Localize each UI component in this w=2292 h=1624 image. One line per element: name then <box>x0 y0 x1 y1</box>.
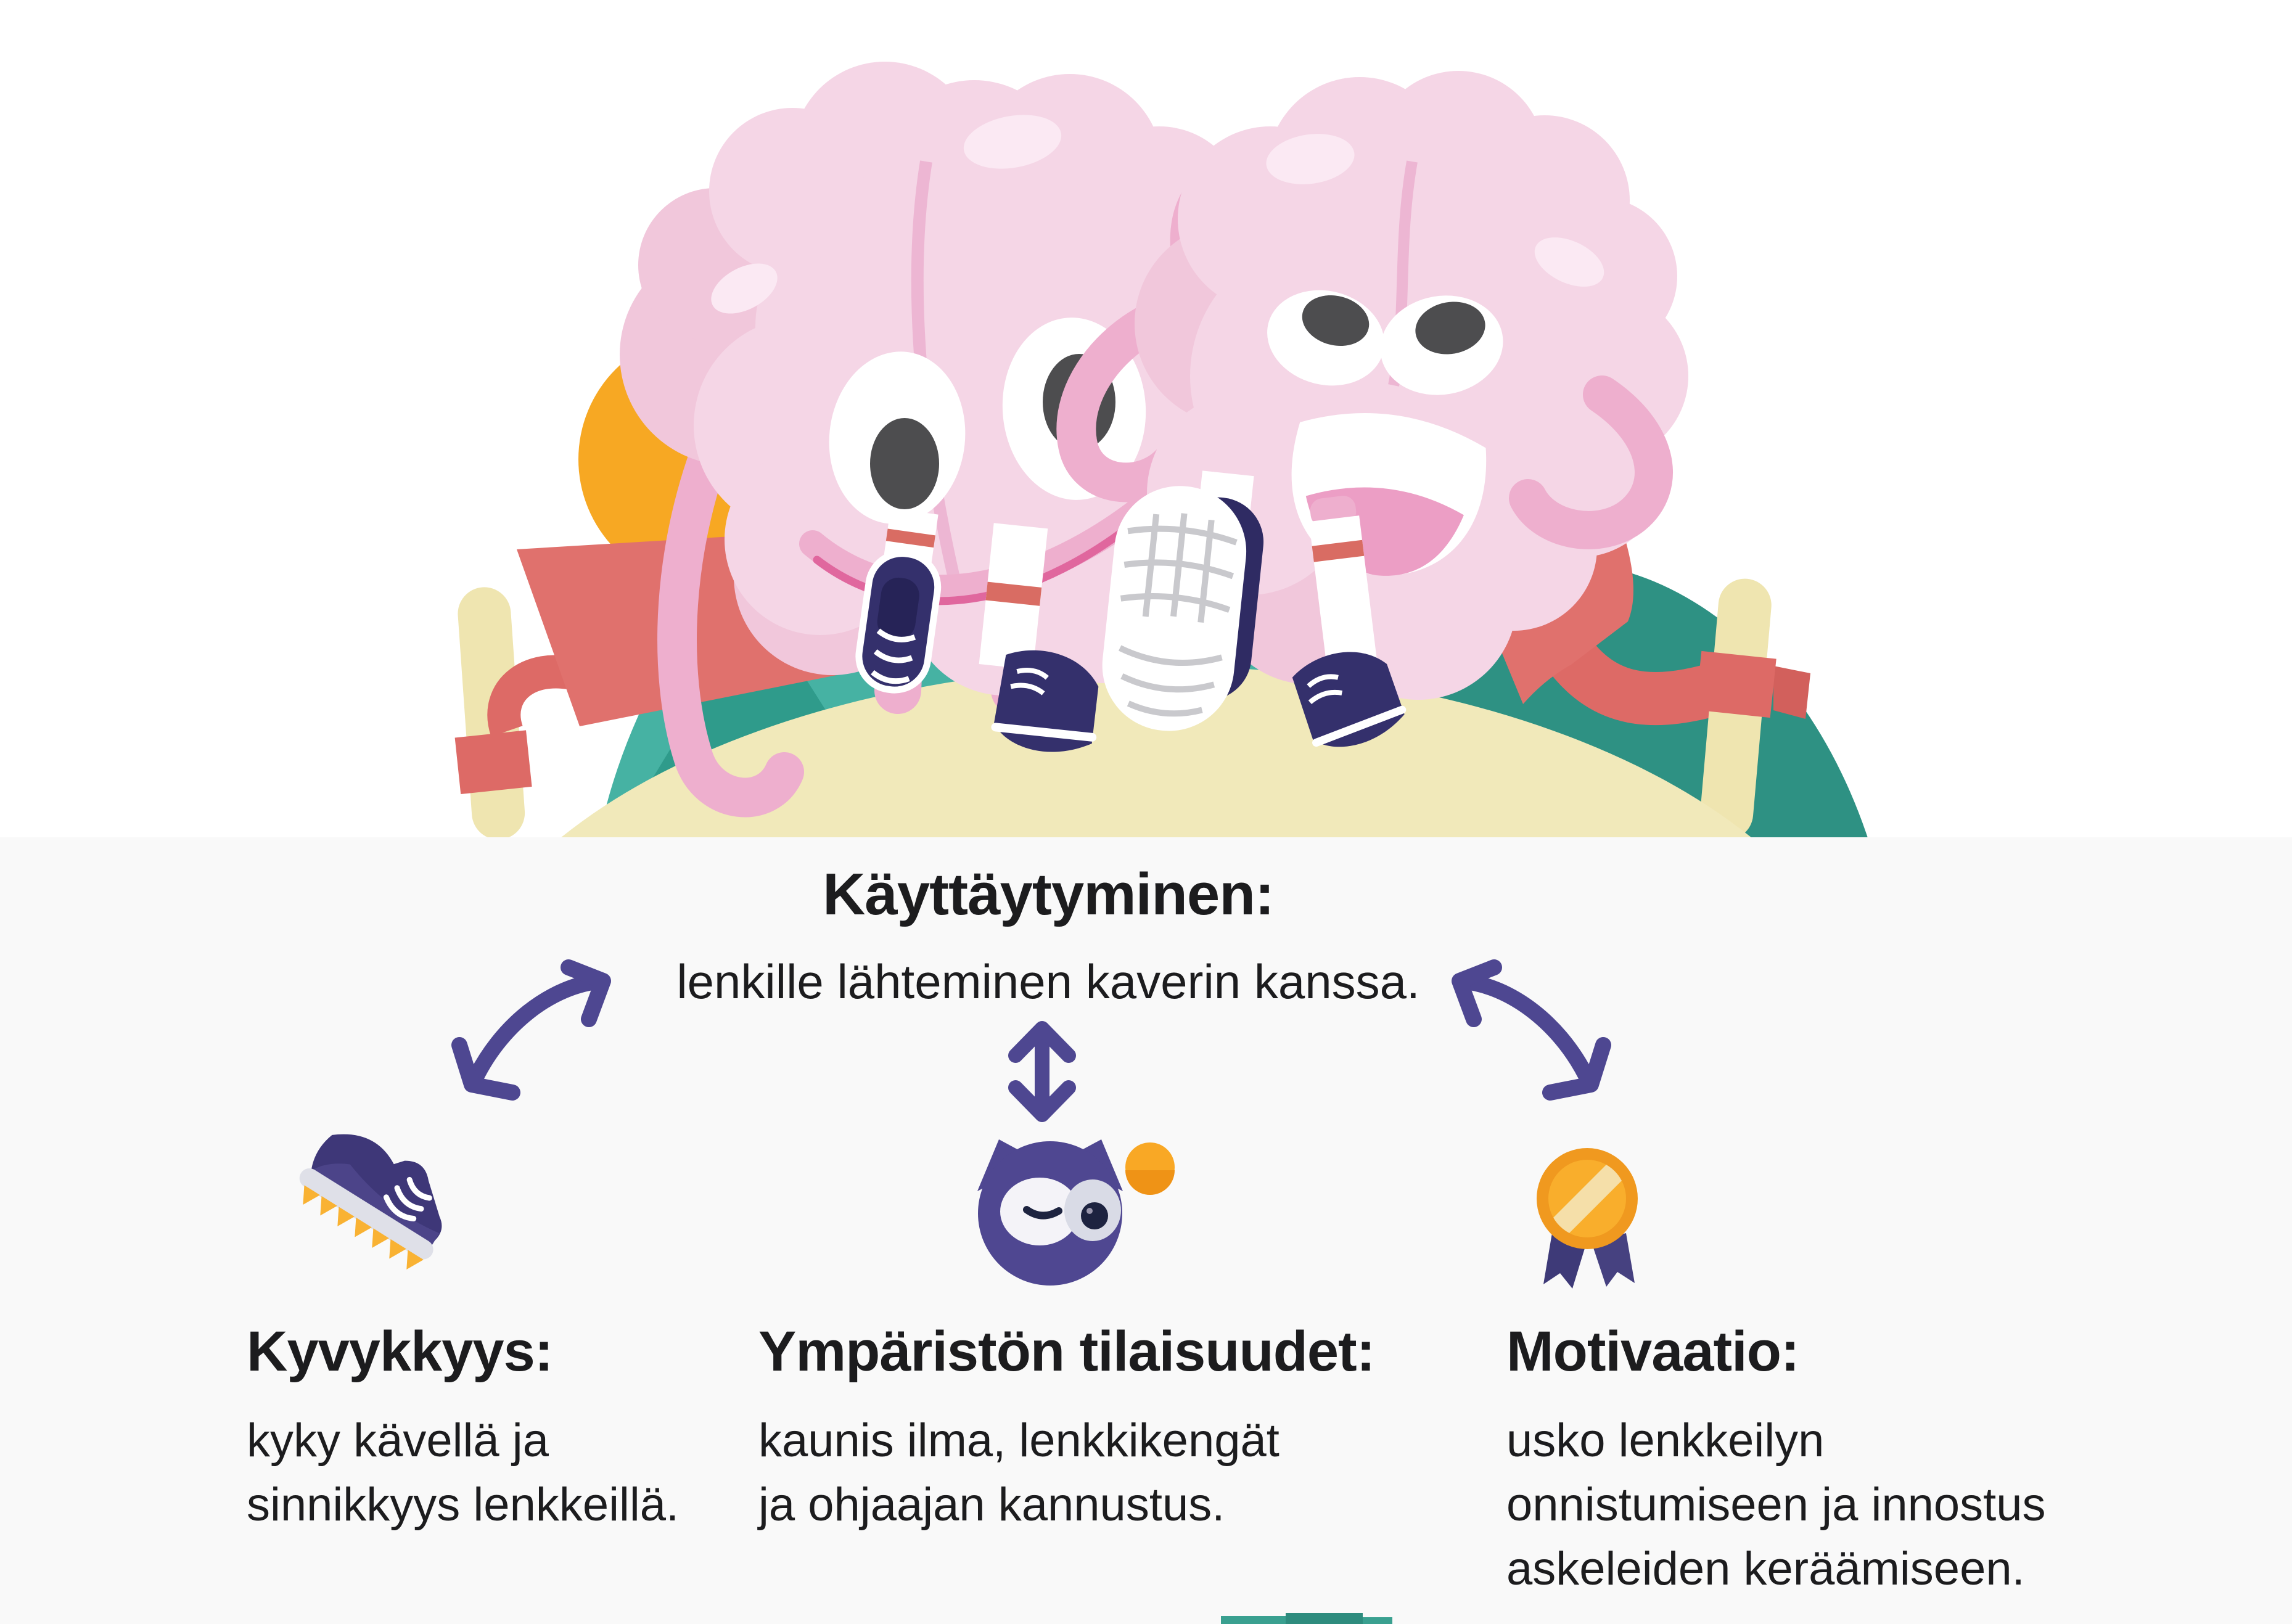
section-line: askeleiden keräämiseen. <box>1506 1543 2025 1595</box>
section-line: usko lenkkeilyn <box>1506 1414 1825 1467</box>
finish-line-scene <box>454 62 1868 837</box>
hero-illustration <box>454 62 1868 837</box>
section-line: kyky kävellä ja <box>247 1414 549 1467</box>
section-heading: Kyvykkyys: <box>247 1320 553 1383</box>
section-heading: Ympäristön tilaisuudet: <box>758 1320 1375 1383</box>
bottom-hill-sliver <box>1221 1613 1400 1624</box>
section-line: onnistumiseen ja innostus <box>1506 1478 2046 1531</box>
medal-icon <box>1514 1131 1662 1298</box>
section-motivation: Motivaatio: usko lenkkeilyn onnistumisee… <box>1506 1319 2046 1601</box>
curved-arrow-left-icon <box>441 953 629 1104</box>
finish-line-right-post <box>1695 578 1810 837</box>
section-capability: Kyvykkyys: kyky kävellä ja sinnikkyys le… <box>247 1319 679 1537</box>
brain-character-right <box>1102 71 1688 747</box>
behavior-title-block: Käyttäytyminen: lenkille lähteminen kave… <box>555 862 1542 1007</box>
behavior-title: Käyttäytyminen: <box>823 861 1275 927</box>
section-line: ja ohjaajan kannustus. <box>758 1478 1225 1531</box>
section-line: kaunis ilma, lenkkikengät <box>758 1414 1279 1467</box>
cream-path-shape <box>561 666 1751 837</box>
vertical-double-arrow-icon <box>996 1017 1088 1125</box>
section-heading: Motivaatio: <box>1506 1320 1800 1383</box>
section-opportunity: Ympäristön tilaisuudet: kaunis ilma, len… <box>758 1319 1375 1537</box>
section-line: sinnikkyys lenkkeillä. <box>247 1478 680 1531</box>
behavior-subtitle: lenkille lähteminen kaverin kanssa. <box>676 954 1420 1009</box>
running-shoe-icon <box>277 1119 481 1304</box>
curved-arrow-right-icon <box>1434 953 1622 1104</box>
owl-icon <box>965 1122 1175 1295</box>
